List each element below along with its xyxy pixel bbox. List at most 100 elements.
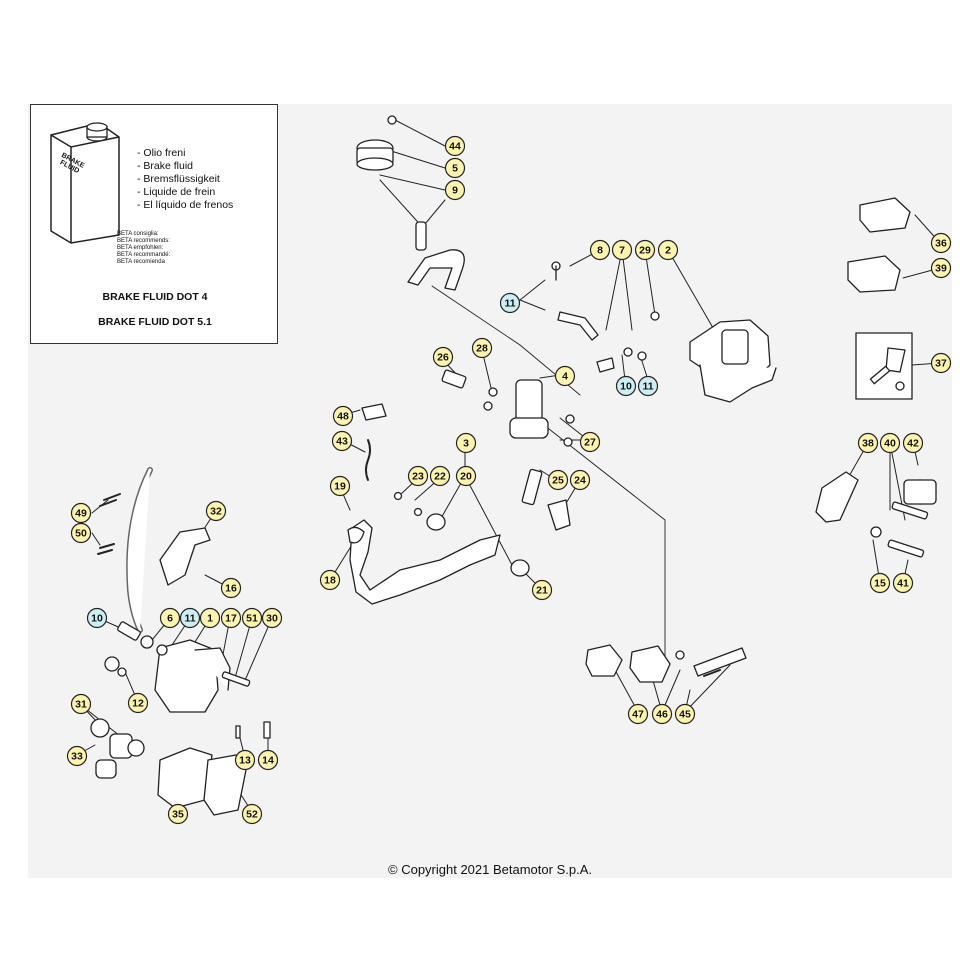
callout-label: 17	[225, 613, 237, 625]
callout-circle	[531, 579, 553, 601]
callout-circle	[879, 432, 901, 454]
callout-label: 2	[665, 245, 671, 257]
callout-label: 45	[679, 709, 691, 721]
callout-circle	[930, 352, 952, 374]
callout-label: 26	[437, 352, 449, 364]
callout-circle	[627, 703, 649, 725]
callout-circle	[70, 522, 92, 544]
callout-22: 22	[429, 465, 451, 487]
callout-label: 9	[452, 185, 458, 197]
fluid-lang-0: - Olio freni	[137, 147, 186, 159]
callout-label: 10	[620, 381, 632, 393]
callout-18: 18	[319, 569, 341, 591]
callout-label: 39	[935, 263, 947, 275]
callout-label: 3	[463, 438, 469, 450]
callout-circle	[257, 749, 279, 771]
callout-label: 49	[75, 508, 87, 520]
callout-17: 17	[220, 607, 242, 629]
callout-25: 25	[547, 469, 569, 491]
callout-label: 23	[412, 471, 424, 483]
callout-43: 43	[331, 430, 353, 452]
callout-circle	[569, 469, 591, 491]
callout-13: 13	[234, 749, 256, 771]
callout-circle	[471, 337, 493, 359]
callout-1: 1	[199, 607, 221, 629]
callout-label: 13	[239, 755, 251, 767]
fluid-lang-3: - Liquide de frein	[137, 186, 216, 198]
callout-circle	[66, 745, 88, 767]
callout-circle	[634, 239, 656, 261]
callout-37: 37	[930, 352, 952, 374]
callout-label: 38	[862, 438, 874, 450]
callout-circle	[615, 375, 637, 397]
callout-33: 33	[66, 745, 88, 767]
callout-label: 6	[167, 613, 173, 625]
callout-circle	[407, 465, 429, 487]
callout-21: 21	[531, 579, 553, 601]
callout-label: 16	[225, 583, 237, 595]
callout-label: 43	[336, 436, 348, 448]
callout-48: 48	[332, 405, 354, 427]
callout-label: 46	[656, 709, 668, 721]
callout-circle	[892, 572, 914, 594]
callout-label: 21	[536, 585, 548, 597]
callout-circle	[444, 179, 466, 201]
callout-label: 50	[75, 528, 87, 540]
callout-2: 2	[657, 239, 679, 261]
callout-label: 5	[452, 163, 458, 175]
callout-11: 11	[179, 607, 201, 629]
callout-label: 18	[324, 575, 336, 587]
callout-label: 11	[642, 381, 653, 393]
callout-circle	[444, 157, 466, 179]
callout-label: 30	[266, 613, 278, 625]
callout-12: 12	[127, 692, 149, 714]
fluid-lang-2: - Bremsflüssigkeit	[137, 173, 220, 185]
callout-circle	[159, 607, 181, 629]
callout-circle	[554, 365, 576, 387]
callout-circle	[611, 239, 633, 261]
callout-10: 10	[86, 607, 108, 629]
callout-circle	[857, 432, 879, 454]
callout-42: 42	[902, 432, 924, 454]
master-cylinder-part	[361, 261, 599, 481]
callout-circle	[205, 500, 227, 522]
fluid-recommend-3: BETA recommandé:	[117, 252, 171, 258]
callout-35: 35	[167, 803, 189, 825]
callout-11: 11	[499, 292, 521, 314]
fluid-recommend-2: BETA empfohlen:	[117, 245, 164, 251]
callout-label: 35	[172, 809, 184, 821]
rear-caliper-part	[596, 311, 777, 403]
brake-fluid-box: BRAKE FLUID - Olio freni - Brake fluid -…	[30, 104, 278, 344]
callout-circle	[234, 749, 256, 771]
callout-circle	[499, 292, 521, 314]
bottom-right-parts	[585, 644, 747, 683]
callout-label: 51	[246, 613, 258, 625]
callout-27: 27	[579, 431, 601, 453]
callout-30: 30	[261, 607, 283, 629]
callout-label: 52	[246, 809, 258, 821]
callout-label: 37	[935, 358, 947, 370]
callout-label: 47	[632, 709, 644, 721]
callout-5: 5	[444, 157, 466, 179]
callout-29: 29	[634, 239, 656, 261]
copyright-text: © Copyright 2021 Betamotor S.p.A.	[388, 862, 592, 877]
callout-circle	[319, 569, 341, 591]
callout-label: 4	[562, 371, 568, 383]
callout-24: 24	[569, 469, 591, 491]
callout-circle	[455, 432, 477, 454]
fluid-spec-2: BRAKE FLUID DOT 5.1	[98, 316, 212, 328]
callout-circle	[547, 469, 569, 491]
callout-label: 12	[132, 698, 144, 710]
callout-label: 24	[574, 475, 586, 487]
callout-47: 47	[627, 703, 649, 725]
callout-circle	[127, 692, 149, 714]
callout-label: 28	[476, 343, 488, 355]
callout-circle	[332, 405, 354, 427]
callout-circle	[70, 502, 92, 524]
callout-44: 44	[444, 135, 466, 157]
callout-6: 6	[159, 607, 181, 629]
callout-circle	[589, 239, 611, 261]
callout-circle	[930, 257, 952, 279]
callout-label: 1	[207, 613, 213, 625]
callout-label: 8	[597, 245, 603, 257]
